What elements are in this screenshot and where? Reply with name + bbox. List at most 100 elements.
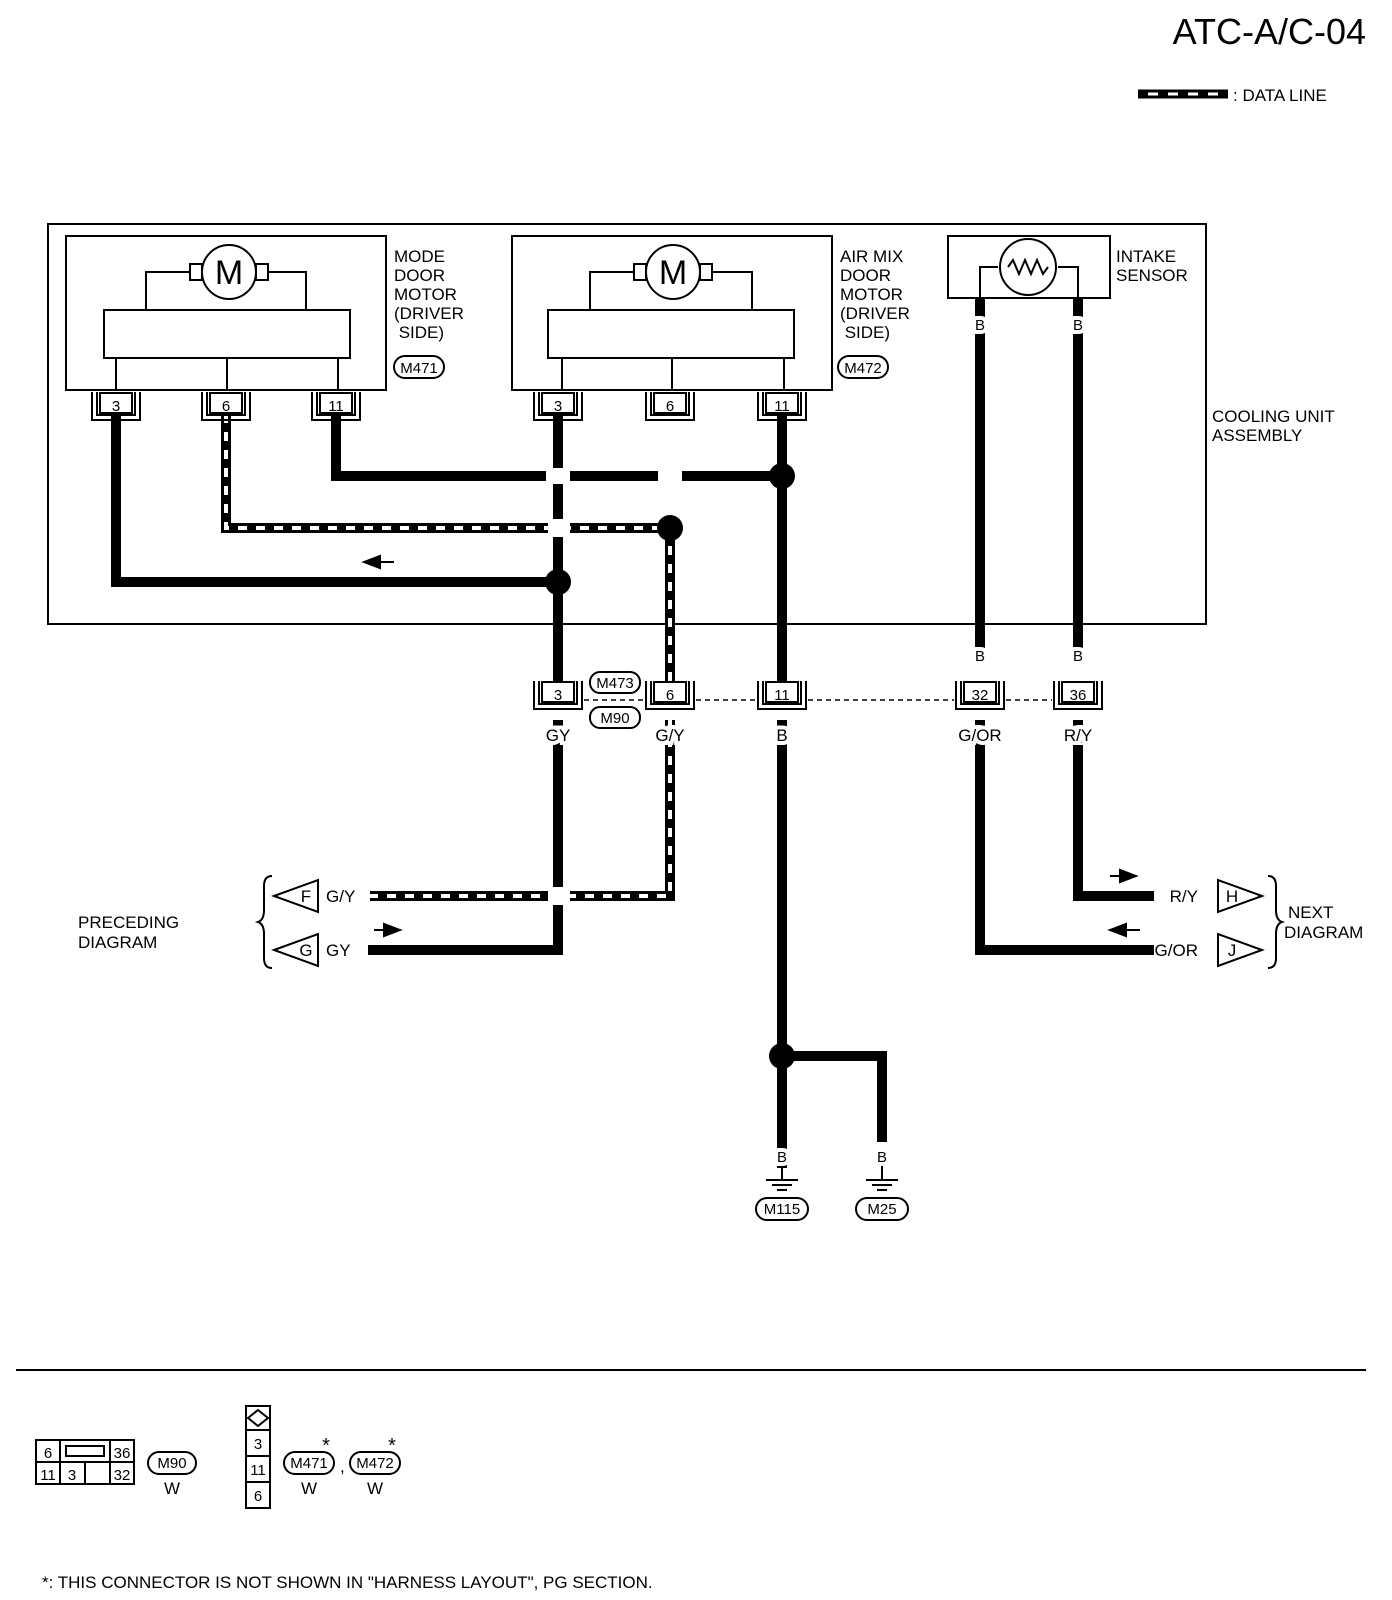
mode-motor-label-2: DOOR: [394, 266, 445, 285]
air-mix-door-motor: M: [511, 235, 833, 391]
ground-m115-symbol: [765, 1165, 799, 1191]
ground-m115-oval: [755, 1197, 809, 1221]
m90-cell-6: 6: [44, 1445, 52, 1462]
page-id: ATC-A/C-04: [1173, 11, 1366, 52]
m90-cell-32: 32: [114, 1467, 131, 1484]
next-label-2: DIAGRAM: [1284, 923, 1363, 942]
airmix-motor-label-3: MOTOR: [840, 285, 903, 304]
mode-motor-label-1: MODE: [394, 247, 445, 266]
airmix-motor-label-4: (DRIVER: [840, 304, 910, 323]
preceding-arrow-g[interactable]: [271, 932, 319, 968]
m90-cell-36: 36: [114, 1445, 131, 1462]
m471-m472-connector-face: [245, 1405, 271, 1509]
preceding-arrow-f-wire: G/Y: [326, 887, 355, 906]
next-arrow-j-letter: J: [1228, 941, 1237, 960]
joint-pin-6: 6: [666, 687, 674, 704]
next-label-1: NEXT: [1288, 903, 1333, 922]
data-line-crossover-gap: [548, 519, 570, 905]
joint-pin-11: 11: [774, 687, 790, 704]
next-arrow-j-wire: G/OR: [1155, 941, 1198, 960]
ground-m25-oval: [855, 1197, 909, 1221]
wires-solid: [111, 298, 1154, 1168]
intake-sensor: [947, 235, 1111, 299]
airmix-pin-11: 11: [774, 398, 790, 415]
joint-pin-32: 32: [972, 687, 989, 704]
ground-m25-wire: B: [877, 1149, 887, 1166]
ground-m115-wire: B: [777, 1149, 787, 1166]
ground-m115-label: M115: [764, 1201, 800, 1218]
m471-cell-11: 11: [250, 1462, 266, 1479]
splice-dots: [545, 463, 795, 1069]
mode-pin-6: 6: [222, 398, 230, 415]
mode-motor-connector-oval: [393, 355, 445, 379]
preceding-arrow-g-wire: GY: [326, 941, 351, 960]
ground-m25-symbol: [865, 1165, 899, 1191]
mode-motor-connector-id: M471: [400, 360, 438, 377]
ground-m25-label: M25: [867, 1201, 896, 1218]
lower-wire-color-b: B: [776, 726, 787, 745]
lower-wire-color-gy: GY: [546, 726, 571, 745]
next-brace: [1267, 875, 1286, 969]
preceding-brace: [254, 875, 273, 969]
m471-view-color: W: [301, 1479, 317, 1498]
m90-view-label: M90: [157, 1455, 186, 1472]
sensor-wire-color-left: B: [975, 317, 985, 334]
mode-pin-11: 11: [328, 398, 344, 415]
m90-view-color: W: [164, 1479, 180, 1498]
lower-wire-color-ry: R/Y: [1064, 726, 1092, 745]
mode-pin-3: 3: [112, 398, 120, 415]
next-arrow-h-wire: R/Y: [1170, 887, 1198, 906]
mode-motor-label-4: (DRIVER: [394, 304, 464, 323]
sensor-wire-color-right: B: [1073, 317, 1083, 334]
next-arrow-h-letter: H: [1226, 887, 1238, 906]
data-line-legend-label: : DATA LINE: [1233, 86, 1327, 105]
airmix-motor-label-2: DOOR: [840, 266, 891, 285]
m473-label: M473: [596, 675, 634, 692]
m472-view-oval: [349, 1451, 401, 1475]
data-line-wires: [221, 414, 675, 901]
airmix-pin-3: 3: [554, 398, 562, 415]
m471-m472-separator: ,: [340, 1457, 345, 1476]
lower-wire-color-gor: G/OR: [958, 726, 1001, 745]
airmix-motor-symbol: M: [659, 254, 687, 292]
mode-motor-label-5: SIDE): [394, 323, 444, 342]
m90-cell-3: 3: [68, 1467, 76, 1484]
mode-motor-symbol: M: [215, 254, 243, 292]
m471-view-label: M471: [290, 1455, 328, 1472]
m471-cell-3: 3: [254, 1436, 262, 1453]
lower-wire-color-gy2: G/Y: [655, 726, 684, 745]
intake-sensor-label-1: INTAKE: [1116, 247, 1176, 266]
m471-view-oval: [283, 1451, 335, 1475]
airmix-pin-6: 6: [666, 398, 674, 415]
preceding-label-1: PRECEDING: [78, 913, 179, 932]
next-arrow-j[interactable]: [1217, 932, 1265, 968]
airmix-motor-connector-id: M472: [844, 360, 882, 377]
preceding-arrow-f[interactable]: [271, 878, 319, 914]
cooling-unit-assembly-box: [47, 223, 1207, 625]
m471-cell-6: 6: [254, 1488, 262, 1505]
assembly-label-line1: COOLING UNIT: [1212, 407, 1335, 426]
m90-oval: [589, 706, 641, 729]
airmix-motor-label-5: SIDE): [840, 323, 890, 342]
upper-wire-color-b-32: B: [975, 648, 985, 665]
m472-view-color: W: [367, 1479, 383, 1498]
preceding-arrow-g-letter: G: [299, 941, 312, 960]
mode-door-motor: M: [65, 235, 387, 391]
m90-cell-11: 11: [40, 1467, 56, 1484]
intake-sensor-label-2: SENSOR: [1116, 266, 1188, 285]
joint-pin-3: 3: [554, 687, 562, 704]
preceding-arrow-f-letter: F: [301, 887, 311, 906]
airmix-motor-label-1: AIR MIX: [840, 247, 903, 266]
direction-arrows: [361, 554, 1140, 938]
m90-view-oval: [147, 1451, 197, 1475]
next-arrow-h[interactable]: [1217, 878, 1265, 914]
m473-oval: [589, 671, 641, 694]
airmix-motor-connector-oval: [837, 355, 889, 379]
m471-view-star: *: [322, 1435, 330, 1457]
footnote: *: THIS CONNECTOR IS NOT SHOWN IN "HARNE…: [42, 1573, 653, 1592]
assembly-label-line2: ASSEMBLY: [1212, 426, 1302, 445]
mode-motor-label-3: MOTOR: [394, 285, 457, 304]
m90-connector-face: [35, 1439, 135, 1485]
m472-view-label: M472: [356, 1455, 394, 1472]
